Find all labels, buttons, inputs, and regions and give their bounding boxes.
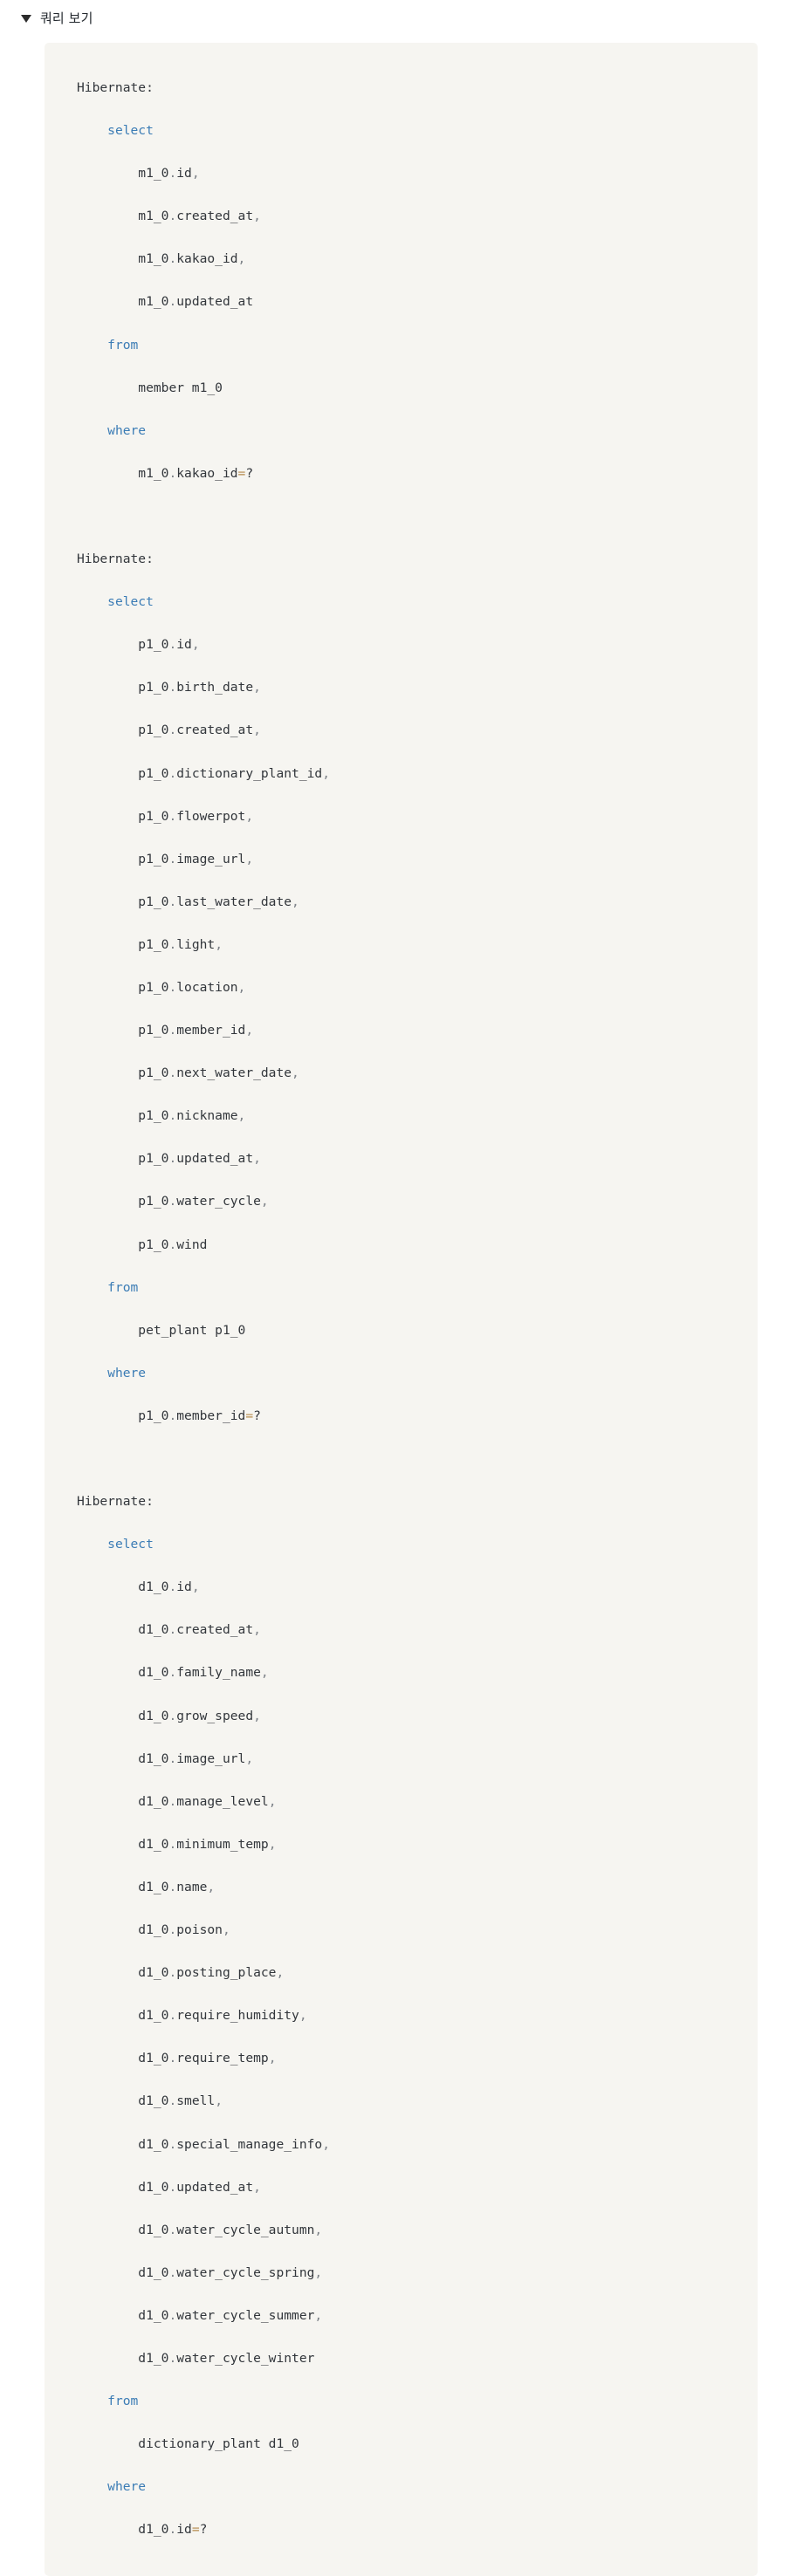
query-details-summary-label: 쿼리 보기 <box>40 10 93 26</box>
query-details-summary[interactable]: 쿼리 보기 <box>0 0 803 24</box>
sql-code-block: Hibernate: select m1_0.id, m1_0.created_… <box>45 43 758 2576</box>
sql-code-text: Hibernate: select m1_0.id, m1_0.created_… <box>77 80 330 2538</box>
triangle-down-icon[interactable] <box>21 15 31 23</box>
